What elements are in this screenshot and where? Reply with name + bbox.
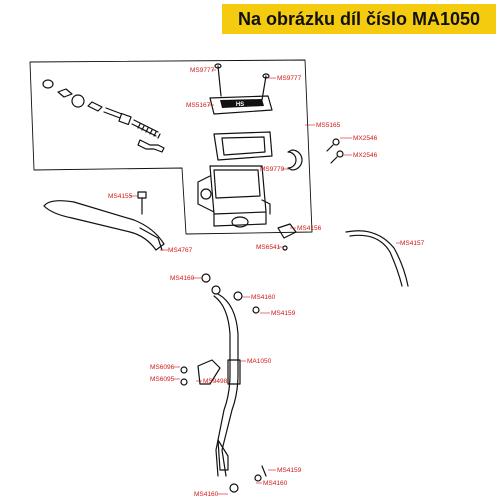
label-ms6095: MS6095 xyxy=(150,376,175,383)
lever-pivot-bolt xyxy=(137,191,147,215)
cap-logo: HS xyxy=(236,102,244,108)
brake-hose xyxy=(201,273,267,493)
master-cylinder-body xyxy=(197,165,271,228)
piston-kit xyxy=(42,79,165,153)
label-ms5167: MS5167 xyxy=(186,102,211,109)
label-ma1050: MA1050 xyxy=(247,358,272,365)
label-ms4157: MS4157 xyxy=(400,240,425,247)
label-mx2546-a: MX2546 xyxy=(353,135,378,142)
brake-lever xyxy=(43,200,165,251)
reservoir-cap: HS xyxy=(209,95,273,115)
label-ms9779: MS9779 xyxy=(260,166,285,173)
label-ms9498: MS9498 xyxy=(203,378,228,385)
label-ms4160-c: MS4160 xyxy=(263,480,288,487)
brake-light-wire xyxy=(345,230,409,287)
cap-screws xyxy=(214,63,270,101)
brake-light-switch xyxy=(277,223,297,251)
label-ms9777-b: MS9777 xyxy=(277,75,302,82)
handlebar-clamp xyxy=(287,149,303,171)
reservoir-gasket xyxy=(213,131,273,161)
master-cylinder-kit-box xyxy=(29,59,313,235)
label-ms4155: MS4155 xyxy=(108,193,133,200)
part-labels: MS9777 MS9777 MS5167 MS5165 MX2546 MX254… xyxy=(108,67,425,498)
label-ms4160-b: MS4160 xyxy=(251,294,276,301)
label-ms4159-b: MS4159 xyxy=(277,467,302,474)
clamp-bolts xyxy=(326,138,344,164)
label-mx2546-b: MX2546 xyxy=(353,152,378,159)
label-ms5165: MS5165 xyxy=(316,122,341,129)
label-ms4159-a: MS4159 xyxy=(271,310,296,317)
label-ms6096: MS6096 xyxy=(150,364,175,371)
label-ms6541: MS6541 xyxy=(256,244,281,251)
label-ms4160-a: MS4160 xyxy=(170,275,195,282)
label-ms9777-a: MS9777 xyxy=(190,67,215,74)
label-ms4160-d: MS4160 xyxy=(194,491,219,498)
label-ms4767: MS4767 xyxy=(168,247,193,254)
leader-lines xyxy=(130,69,400,495)
label-ms4156: MS4156 xyxy=(297,225,322,232)
part-number-banner: Na obrázku díl číslo MA1050 xyxy=(222,4,496,34)
banner-title: Na obrázku díl číslo MA1050 xyxy=(237,8,481,29)
